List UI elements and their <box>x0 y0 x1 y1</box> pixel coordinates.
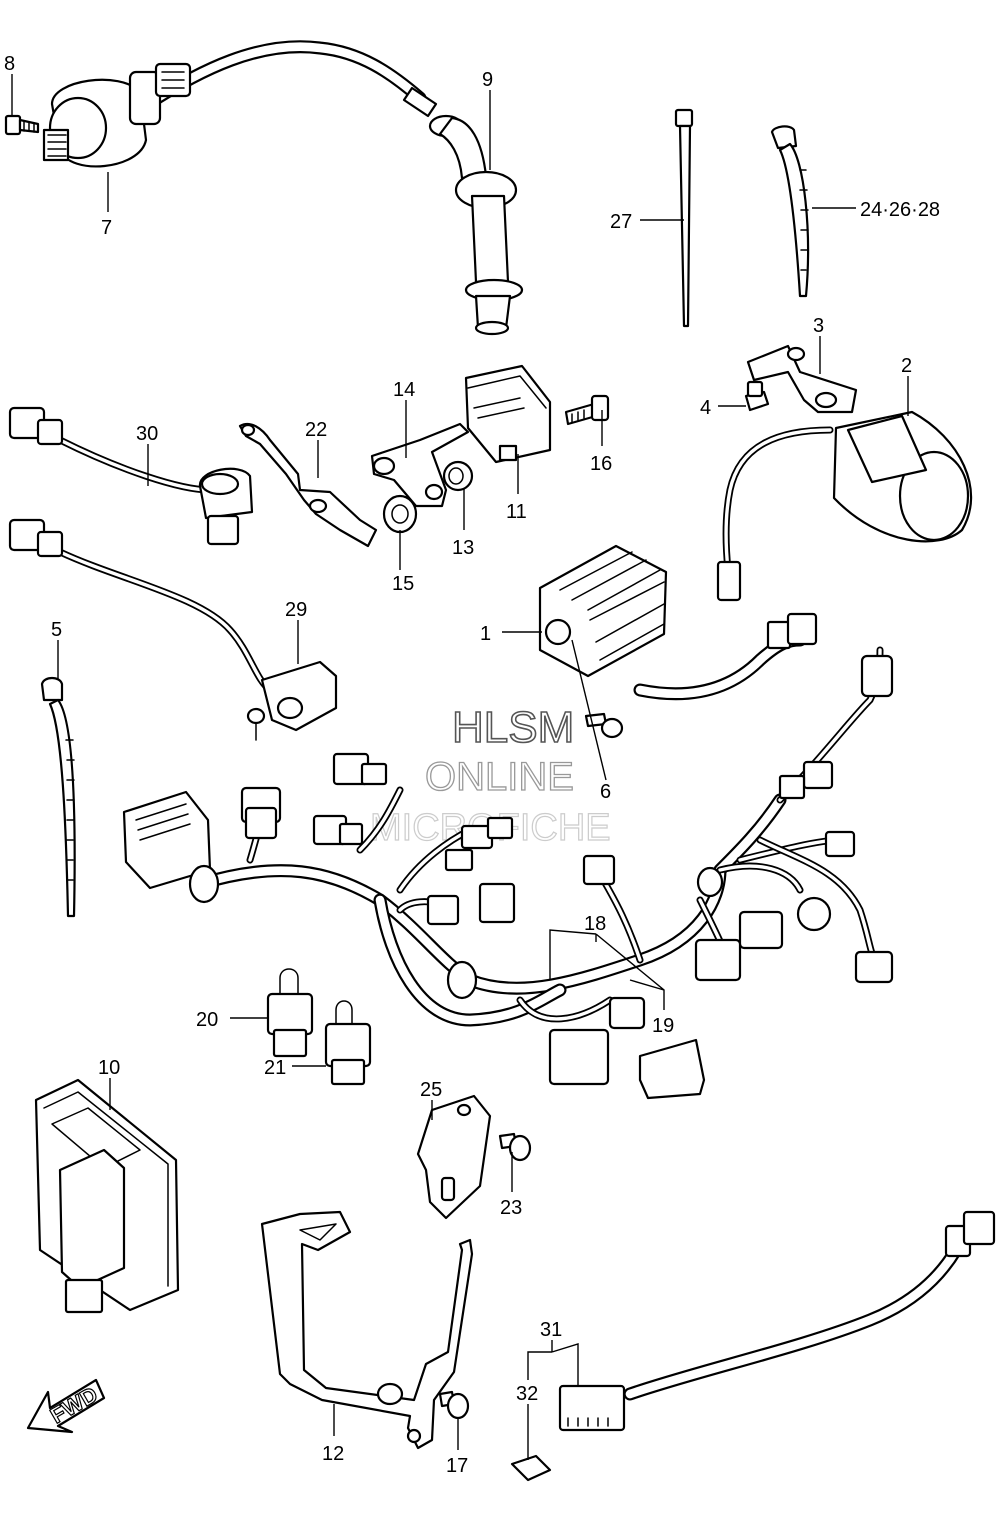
callout-30: 30 <box>136 423 158 445</box>
callout-21: 21 <box>264 1057 286 1079</box>
callout-23: 23 <box>500 1197 522 1219</box>
callout-32: 32 <box>516 1383 538 1405</box>
callout-6: 6 <box>600 781 611 803</box>
part-15-grommet <box>382 494 418 534</box>
part-1-regulator <box>538 544 818 701</box>
callout-24-26-28: 24·26·28 <box>860 199 940 221</box>
part-27-cable-tie <box>674 108 694 328</box>
part-21-fuse-holder <box>324 1000 372 1086</box>
callout-11: 11 <box>506 501 527 523</box>
callout-13: 13 <box>452 537 474 559</box>
callout-16: 16 <box>590 453 612 475</box>
part-19-connector-cover <box>638 1038 706 1100</box>
callout-4: 4 <box>700 397 711 419</box>
callout-15: 15 <box>392 573 414 595</box>
callout-8: 8 <box>4 53 15 75</box>
callout-22: 22 <box>305 419 327 441</box>
callout-labels: 8 9 7 27 24·26·28 3 2 4 30 22 14 16 11 1… <box>4 53 940 1477</box>
callout-31: 31 <box>540 1319 562 1341</box>
part-29-sensor <box>8 518 338 741</box>
part-22-bracket <box>238 422 378 548</box>
part-2-relay <box>716 410 973 602</box>
part-7-ignition-coil <box>42 40 438 168</box>
part-11-relay <box>464 364 552 464</box>
callout-19: 19 <box>652 1015 674 1037</box>
part-10-ecm <box>34 1078 180 1314</box>
callout-2: 2 <box>901 355 912 377</box>
part-13-collar <box>442 460 474 492</box>
callout-5: 5 <box>51 619 62 641</box>
callout-12: 12 <box>322 1443 344 1465</box>
part-14-bracket <box>370 422 470 508</box>
part-4-bolt <box>744 380 770 412</box>
leader-lines <box>11 74 909 1460</box>
callout-27: 27 <box>610 211 632 233</box>
callout-1: 1 <box>480 623 491 645</box>
callout-7: 7 <box>101 217 112 239</box>
callout-18: 18 <box>584 913 606 935</box>
part-8-bolt <box>4 114 40 136</box>
watermark-hlsm: HLSM <box>452 703 574 752</box>
part-17-bolt <box>438 1390 470 1420</box>
part-16-bolt <box>564 394 610 426</box>
callout-17: 17 <box>446 1455 468 1477</box>
watermark-online: ONLINE <box>425 755 574 799</box>
callout-9: 9 <box>482 69 493 91</box>
part-3-bracket <box>746 344 858 414</box>
callout-3: 3 <box>813 315 824 337</box>
part-30-switch <box>8 406 254 546</box>
callout-20: 20 <box>196 1009 218 1031</box>
fwd-direction-arrow: FWD <box>26 1378 106 1434</box>
part-32-fuse <box>510 1454 552 1482</box>
part-23-bolt <box>498 1132 532 1162</box>
part-31-sub-harness <box>558 1210 996 1432</box>
callout-25: 25 <box>420 1079 442 1101</box>
part-20-fuse-holder <box>266 968 314 1058</box>
callout-14: 14 <box>393 379 415 401</box>
callout-29: 29 <box>285 599 307 621</box>
part-24-26-28-cable-tie <box>770 125 810 298</box>
part-5-cable-tie <box>40 676 76 918</box>
part-12-bracket <box>260 1210 474 1450</box>
part-18-main-wiring-harness <box>122 646 894 1086</box>
part-25-bracket <box>416 1094 492 1220</box>
part-9-plug-cap <box>428 114 524 336</box>
callout-10: 10 <box>98 1057 120 1079</box>
